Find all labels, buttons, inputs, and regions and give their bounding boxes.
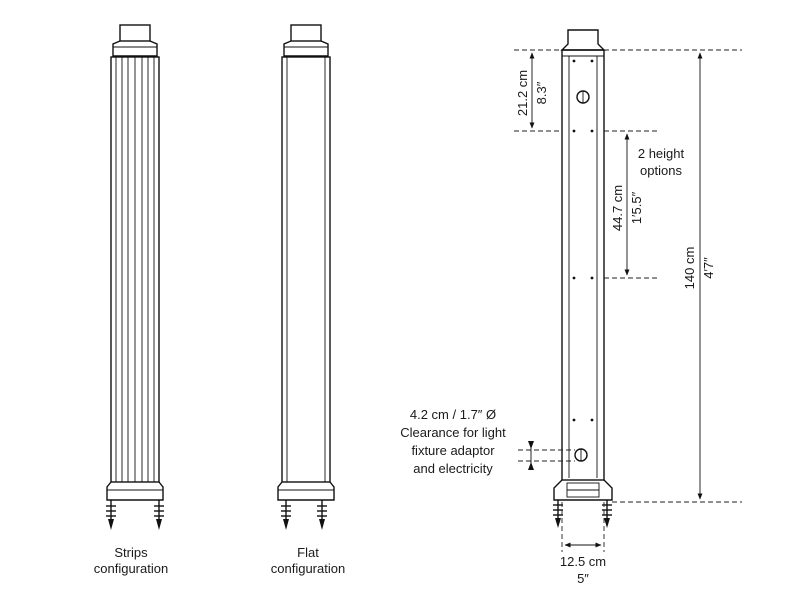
strips-post-drawing bbox=[106, 24, 164, 530]
width-imperial-label: 5″ bbox=[577, 571, 589, 586]
top-metric-label: 21.2 cm bbox=[515, 70, 530, 116]
open-right-anchor bbox=[602, 500, 612, 528]
height-options-line1: 2 height bbox=[638, 146, 685, 161]
top-imperial-label: 8.3″ bbox=[534, 81, 549, 104]
strips-left-anchor bbox=[106, 500, 116, 530]
open-cap bbox=[560, 29, 606, 51]
flat-shaft bbox=[281, 56, 331, 483]
strips-base bbox=[106, 481, 164, 501]
flat-right-anchor bbox=[317, 500, 327, 530]
strips-right-anchor bbox=[154, 500, 164, 530]
total-metric-label: 140 cm bbox=[682, 247, 697, 290]
flat-label-line2: configuration bbox=[271, 561, 345, 576]
strips-cap-top bbox=[119, 24, 151, 42]
clearance-line4: and electricity bbox=[413, 461, 493, 476]
open-left-anchor bbox=[553, 500, 563, 528]
strips-label-line2: configuration bbox=[94, 561, 168, 576]
mid-metric-label: 44.7 cm bbox=[610, 185, 625, 231]
lower-knockout bbox=[574, 448, 588, 462]
flat-left-anchor bbox=[281, 500, 291, 530]
clearance-line2: Clearance for light bbox=[400, 425, 506, 440]
flat-label-line1: Flat bbox=[297, 545, 319, 560]
strips-label-line1: Strips bbox=[114, 545, 148, 560]
flat-post-drawing bbox=[277, 24, 335, 530]
open-base bbox=[553, 479, 613, 501]
height-options-line2: options bbox=[640, 163, 682, 178]
width-metric-label: 12.5 cm bbox=[560, 554, 606, 569]
open-post-drawing bbox=[553, 29, 613, 528]
open-shaft bbox=[561, 49, 605, 481]
strips-cap-collar bbox=[112, 40, 158, 57]
mid-imperial-label: 1′5.5″ bbox=[629, 191, 644, 224]
total-imperial-label: 4′7″ bbox=[701, 257, 716, 279]
flat-cap-collar bbox=[283, 40, 329, 57]
extension-lines bbox=[514, 49, 742, 552]
clearance-line3: fixture adaptor bbox=[411, 443, 495, 458]
flat-base bbox=[277, 481, 335, 501]
clearance-line1: 4.2 cm / 1.7″ Ø bbox=[410, 407, 496, 422]
upper-knockout bbox=[576, 90, 590, 104]
flat-cap-top bbox=[290, 24, 322, 42]
